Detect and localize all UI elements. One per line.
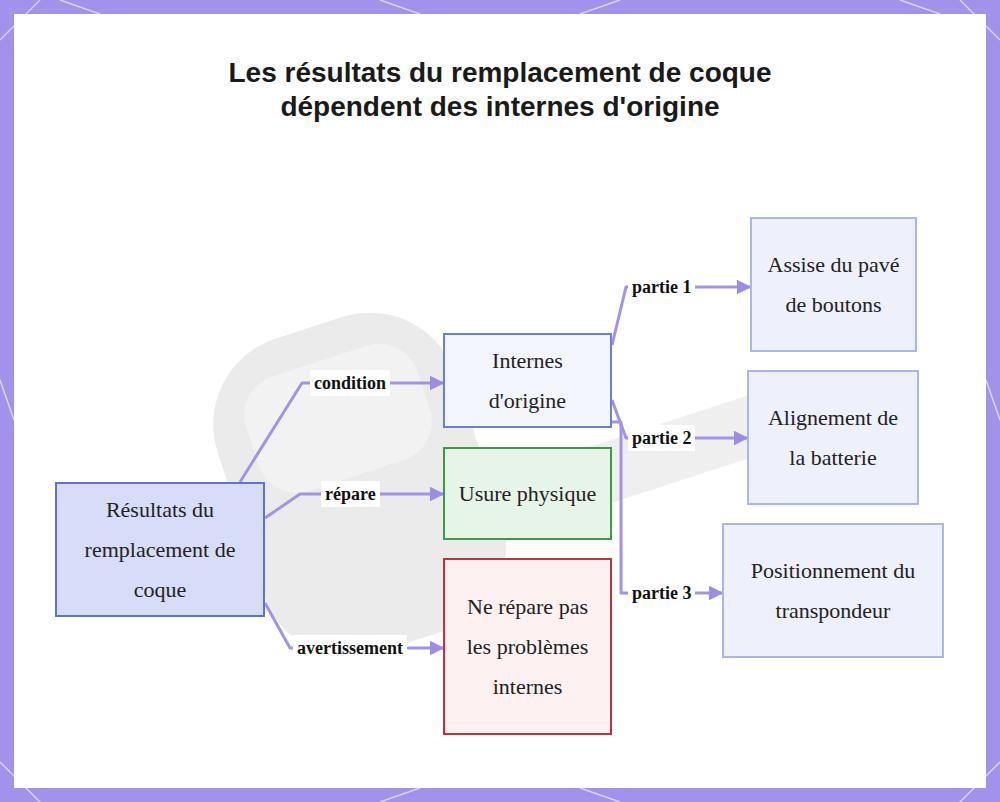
node-text: Résultats du remplacement de coque <box>67 490 253 610</box>
edge-label: partie 3 <box>628 580 695 606</box>
part-box: Assise du pavé de boutons <box>750 217 917 352</box>
node-text: Internes d'origine <box>455 341 600 421</box>
edge-label: répare <box>321 481 380 507</box>
root-box: Résultats du remplacement de coque <box>55 482 265 617</box>
edge-label: avertissement <box>293 635 407 661</box>
node-text: Assise du pavé de boutons <box>762 245 905 325</box>
edge-label: partie 2 <box>628 425 695 451</box>
node-text: Ne répare pas les problèmes internes <box>455 587 600 707</box>
connector <box>612 422 722 593</box>
condition-box: Internes d'origine <box>443 333 612 428</box>
node-text: Positionnement du transpondeur <box>734 551 932 631</box>
edge-label: condition <box>310 370 390 396</box>
diagram-title: Les résultats du remplacement de coque d… <box>200 56 800 124</box>
node-text: Usure physique <box>459 474 596 514</box>
edge-label: partie 1 <box>628 274 695 300</box>
part-box: Positionnement du transpondeur <box>722 523 944 658</box>
warning-box: Ne répare pas les problèmes internes <box>443 558 612 735</box>
repair-box: Usure physique <box>443 447 612 540</box>
node-text: Alignement de la batterie <box>759 398 907 478</box>
part-box: Alignement de la batterie <box>747 370 919 505</box>
connector <box>240 383 443 482</box>
